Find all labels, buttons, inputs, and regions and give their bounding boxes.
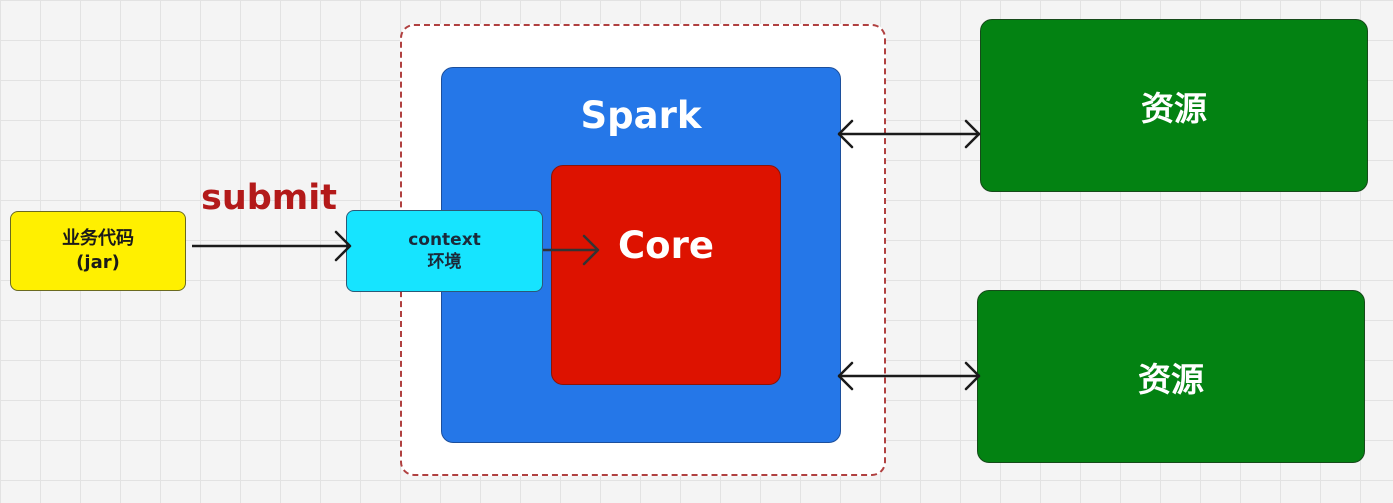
- context-to-core-arrow: [543, 234, 600, 266]
- code-label-line1: 业务代码: [62, 228, 134, 249]
- core-box: Core: [551, 165, 781, 385]
- submit-label: submit: [201, 178, 338, 218]
- spark-label: Spark: [580, 94, 702, 137]
- context-label-line1: context: [408, 230, 481, 250]
- resource-box-top: 资源: [980, 19, 1368, 192]
- code-label-line2: (jar): [76, 252, 120, 273]
- context-box: context 环境: [346, 210, 543, 292]
- spark-resource-bottom-arrow: [837, 361, 981, 391]
- spark-resource-top-arrow: [837, 119, 981, 149]
- business-code-box: 业务代码 (jar): [10, 211, 186, 291]
- core-label: Core: [618, 224, 714, 267]
- resource-label: 资源: [1138, 359, 1204, 399]
- resource-label: 资源: [1141, 88, 1207, 128]
- context-label-line2: 环境: [427, 252, 462, 272]
- submit-arrow: [192, 230, 352, 262]
- resource-box-bottom: 资源: [977, 290, 1365, 463]
